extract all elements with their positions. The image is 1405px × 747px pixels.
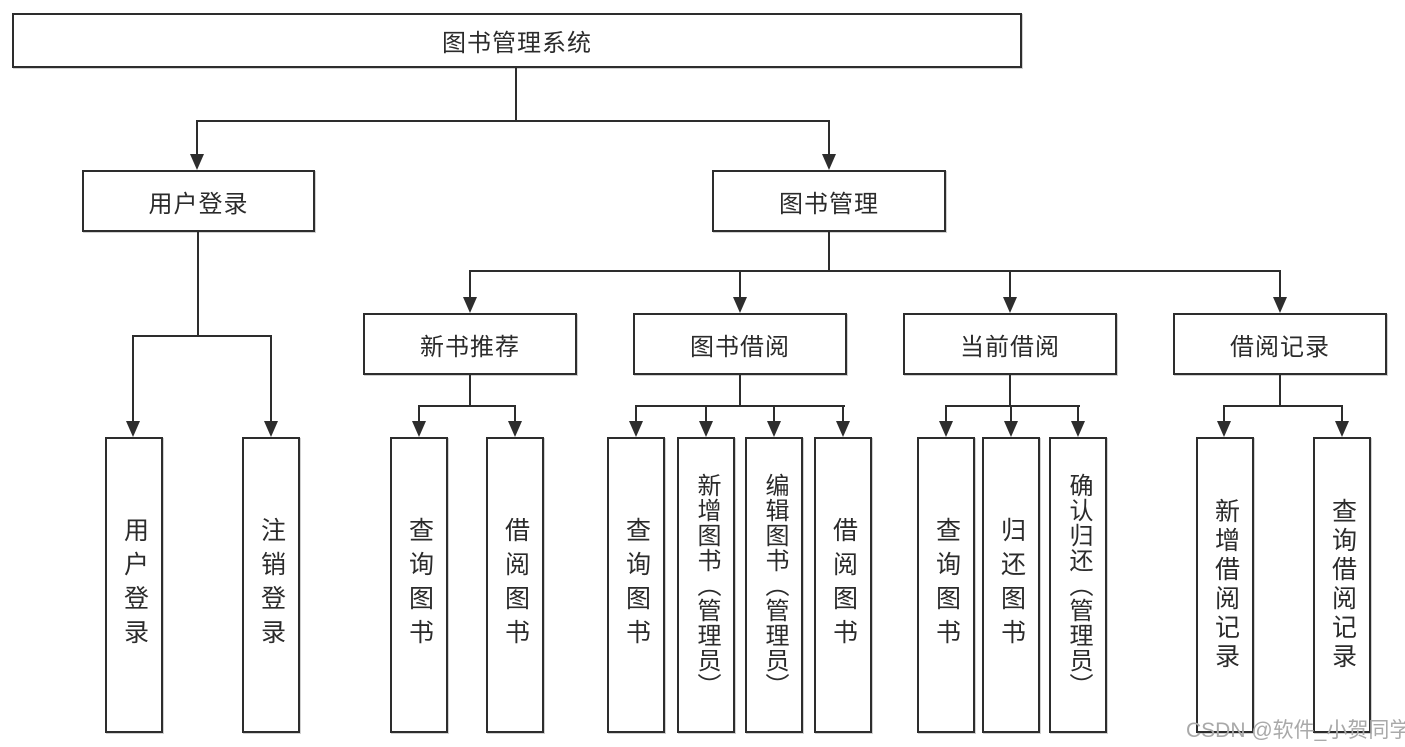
arrow-down-icon — [1217, 421, 1231, 437]
connector-arrow-stem — [1223, 405, 1225, 423]
connector-arrow-stem — [739, 270, 741, 298]
arrow-down-icon — [1003, 297, 1017, 313]
connector-arrow-stem — [705, 405, 707, 423]
arrow-down-icon — [126, 421, 140, 437]
connector-borrow-stem — [739, 375, 741, 407]
arrow-down-icon — [733, 297, 747, 313]
connector-arrow-stem — [418, 405, 420, 423]
leaf-query-borrow-record: 查询借阅记录 — [1313, 437, 1371, 733]
arrow-down-icon — [463, 297, 477, 313]
arrow-down-icon — [699, 421, 713, 437]
arrow-down-icon — [1335, 421, 1349, 437]
leaf-label: 新增图书（管理员） — [693, 472, 720, 698]
leaf-label: 查询图书 — [405, 517, 434, 653]
arrow-down-icon — [822, 154, 836, 170]
leaf-label: 归还图书 — [997, 517, 1026, 653]
connector-arrow-stem — [1279, 270, 1281, 298]
connector-arrow-stem — [842, 405, 844, 423]
connector-arrow-stem — [1010, 405, 1012, 423]
node-label: 图书管理 — [779, 190, 879, 218]
leaf-label: 注销登录 — [257, 517, 286, 653]
connector-user-stem — [197, 232, 199, 337]
leaf-add-books-admin: 新增图书（管理员） — [677, 437, 735, 733]
connector-newbook-rail — [418, 405, 516, 407]
connector-current-stem — [1009, 375, 1011, 407]
leaf-query-books-current: 查询图书 — [917, 437, 975, 733]
connector-arrow-stem — [1009, 270, 1011, 298]
arrow-down-icon — [190, 154, 204, 170]
leaf-query-books-borrow: 查询图书 — [607, 437, 665, 733]
connector-root-stem — [515, 68, 517, 121]
connector-user-rail — [132, 335, 272, 337]
connector-arrow-stem — [132, 335, 134, 422]
node-label: 图书借阅 — [690, 333, 790, 361]
leaf-label: 编辑图书（管理员） — [761, 472, 788, 698]
connector-arrow-stem — [945, 405, 947, 423]
leaf-logout: 注销登录 — [242, 437, 300, 733]
node-book-borrow: 图书借阅 — [633, 313, 847, 375]
arrow-down-icon — [629, 421, 643, 437]
node-label: 当前借阅 — [960, 333, 1060, 361]
arrow-down-icon — [1004, 421, 1018, 437]
connector-arrow-stem — [1077, 405, 1079, 423]
leaf-label: 用户登录 — [120, 517, 149, 653]
connector-level1-rail — [196, 120, 830, 122]
csdn-watermark: CSDN @软件_小贺同学 — [1186, 719, 1405, 742]
arrow-down-icon — [767, 421, 781, 437]
connector-arrow-stem — [773, 405, 775, 423]
leaf-label: 借阅图书 — [501, 517, 530, 653]
leaf-add-borrow-record: 新增借阅记录 — [1196, 437, 1254, 733]
connector-arrow-stem — [514, 405, 516, 423]
leaf-label: 查询借阅记录 — [1328, 498, 1357, 672]
connector-borrow-rail — [635, 405, 845, 407]
leaf-label: 新增借阅记录 — [1211, 498, 1240, 672]
leaf-user-login: 用户登录 — [105, 437, 163, 733]
connector-arrow-stem — [828, 120, 830, 156]
connector-current-rail — [945, 405, 1080, 407]
connector-book-mgmt-stem — [828, 232, 830, 272]
connector-level2-rail — [469, 270, 1281, 272]
arrow-down-icon — [939, 421, 953, 437]
node-user-login: 用户登录 — [82, 170, 315, 232]
leaf-query-books-newbook: 查询图书 — [390, 437, 448, 733]
connector-arrow-stem — [469, 270, 471, 298]
node-label: 借阅记录 — [1230, 333, 1330, 361]
leaf-borrow-books: 借阅图书 — [814, 437, 872, 733]
leaf-label: 查询图书 — [622, 517, 651, 653]
leaf-confirm-return-admin: 确认归还（管理员） — [1049, 437, 1107, 733]
arrow-down-icon — [264, 421, 278, 437]
arrow-down-icon — [508, 421, 522, 437]
arrow-down-icon — [836, 421, 850, 437]
arrow-down-icon — [412, 421, 426, 437]
node-library-management-system: 图书管理系统 — [12, 13, 1022, 68]
node-new-book-recommend: 新书推荐 — [363, 313, 577, 375]
node-book-management: 图书管理 — [712, 170, 946, 232]
arrow-down-icon — [1071, 421, 1085, 437]
connector-arrow-stem — [1341, 405, 1343, 423]
node-label: 新书推荐 — [420, 333, 520, 361]
connector-arrow-stem — [635, 405, 637, 423]
connector-records-rail — [1223, 405, 1343, 407]
leaf-borrow-books-newbook: 借阅图书 — [486, 437, 544, 733]
node-current-borrow: 当前借阅 — [903, 313, 1117, 375]
connector-arrow-stem — [270, 335, 272, 422]
leaf-edit-books-admin: 编辑图书（管理员） — [745, 437, 803, 733]
connector-arrow-stem — [196, 120, 198, 156]
leaf-label: 借阅图书 — [829, 517, 858, 653]
node-label: 图书管理系统 — [442, 30, 592, 57]
node-borrow-records: 借阅记录 — [1173, 313, 1387, 375]
node-label: 用户登录 — [148, 190, 249, 218]
leaf-label: 确认归还（管理员） — [1065, 472, 1092, 698]
connector-newbook-stem — [469, 375, 471, 407]
arrow-down-icon — [1273, 297, 1287, 313]
leaf-label: 查询图书 — [932, 517, 961, 653]
connector-records-stem — [1279, 375, 1281, 407]
leaf-return-books: 归还图书 — [982, 437, 1040, 733]
